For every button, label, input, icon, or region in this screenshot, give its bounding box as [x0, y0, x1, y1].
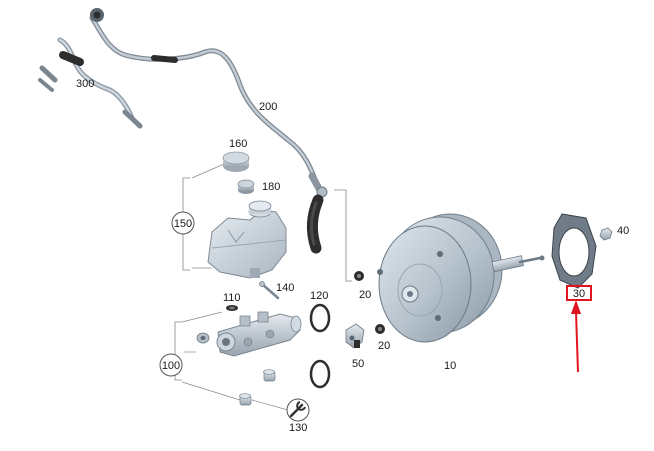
label-110: 110: [223, 292, 241, 304]
label-200: 200: [259, 101, 277, 113]
seal-ring[interactable]: [196, 332, 210, 344]
seal-180[interactable]: [237, 179, 255, 194]
screw-cap[interactable]: [263, 369, 276, 382]
label-20-lower: 20: [378, 340, 390, 352]
reservoir-cap-160[interactable]: [222, 151, 250, 172]
brake-booster-10[interactable]: [377, 213, 545, 343]
label-100: 100: [162, 360, 180, 372]
label-160: 160: [229, 138, 247, 150]
label-10: 10: [444, 360, 456, 372]
pin-140[interactable]: [259, 281, 280, 300]
highlight-box-30: [566, 285, 592, 301]
sensor-50[interactable]: [345, 323, 365, 349]
label-140: 140: [276, 282, 294, 294]
bracket-100: [174, 321, 182, 381]
brake-fluid-reservoir[interactable]: [207, 200, 287, 279]
master-cylinder[interactable]: [216, 311, 302, 357]
leader-line: [181, 311, 223, 323]
label-120: 120: [310, 290, 328, 302]
nut-40[interactable]: [599, 227, 613, 241]
label-180: 180: [262, 181, 280, 193]
leader-line: [334, 189, 352, 282]
gasket-30[interactable]: [551, 213, 597, 289]
label-30: 30: [573, 288, 585, 300]
o-ring[interactable]: [309, 359, 331, 389]
label-150: 150: [174, 218, 192, 230]
label-130: 130: [289, 422, 307, 434]
seal-110[interactable]: [226, 305, 238, 311]
torque-callout-130[interactable]: [286, 398, 310, 422]
rubber-hose-200[interactable]: [306, 194, 324, 254]
leader-line: [191, 163, 225, 179]
highlight-arrow: [571, 300, 581, 373]
label-50: 50: [352, 358, 364, 370]
screw-cap[interactable]: [239, 393, 252, 406]
grommet-20-upper[interactable]: [354, 271, 364, 281]
leader-line: [251, 399, 289, 411]
grommet-20-lower[interactable]: [375, 324, 385, 334]
callout-150: [171, 211, 195, 235]
label-300: 300: [76, 78, 94, 90]
o-ring-120[interactable]: [309, 303, 331, 333]
wrench-icon: [289, 401, 306, 418]
callout-100: [159, 353, 183, 377]
label-40: 40: [617, 225, 629, 237]
label-20-upper: 20: [359, 289, 371, 301]
vacuum-hose-300[interactable]: [38, 8, 328, 198]
leader-line: [181, 381, 241, 401]
